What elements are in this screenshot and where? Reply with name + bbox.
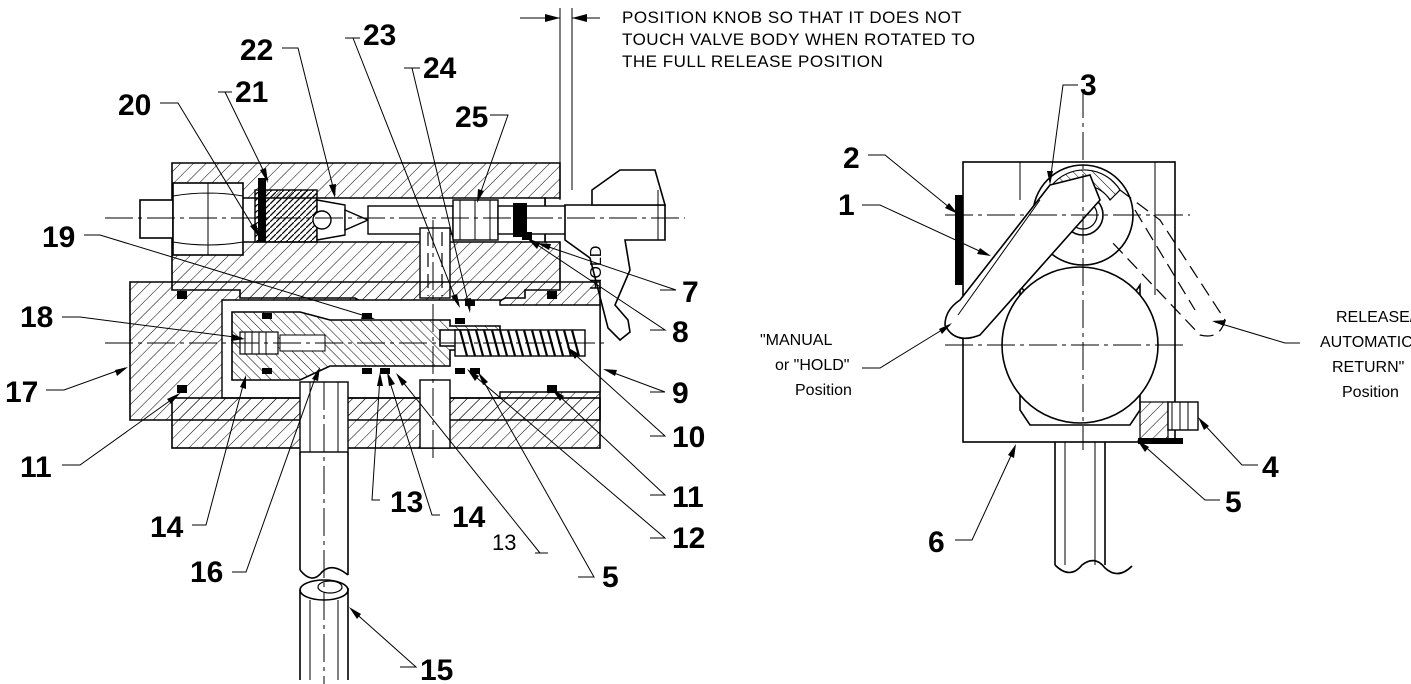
callout-4: 4 bbox=[1262, 451, 1279, 484]
callout-16: 16 bbox=[190, 556, 223, 589]
hold-knob: HOLD bbox=[564, 169, 667, 342]
release-position-line-2: AUTOMATIC bbox=[1320, 334, 1411, 351]
manual-position-line-3: Position bbox=[795, 382, 852, 399]
callout-1: 1 bbox=[838, 189, 855, 222]
note-line-2: TOUCH VALVE BODY WHEN ROTATED TO bbox=[622, 30, 976, 49]
callout-12: 12 bbox=[672, 522, 705, 555]
release-position-line-3: RETURN" bbox=[1332, 359, 1404, 376]
callout-21: 21 bbox=[235, 76, 268, 109]
callout-5-right: 5 bbox=[1225, 486, 1242, 519]
callout-17: 17 bbox=[5, 376, 38, 409]
left-callouts: 20 21 22 23 24 25 19 18 17 11 bbox=[5, 19, 705, 684]
position-labels: "MANUAL or "HOLD" Position RELEASE/ AUTO… bbox=[760, 309, 1411, 401]
callout-24: 24 bbox=[423, 52, 457, 85]
callout-3: 3 bbox=[1080, 69, 1097, 102]
left-fitting bbox=[139, 182, 244, 256]
callout-11-right: 11 bbox=[672, 481, 704, 514]
callout-15: 15 bbox=[420, 654, 453, 684]
end-view bbox=[944, 90, 1226, 575]
callout-10: 10 bbox=[672, 421, 705, 454]
manual-position-line-1: "MANUAL bbox=[760, 332, 832, 349]
callout-14-b: 14 bbox=[452, 501, 486, 534]
callout-13-a: 13 bbox=[390, 486, 423, 519]
callout-19: 19 bbox=[42, 221, 75, 254]
callout-11-left: 11 bbox=[20, 451, 52, 484]
knob-hold-label: HOLD bbox=[588, 246, 605, 290]
right-callouts: 2 3 1 4 5 6 bbox=[838, 69, 1279, 559]
manual-position-line-2: or "HOLD" bbox=[775, 357, 849, 374]
note-line-3: THE FULL RELEASE POSITION bbox=[622, 52, 883, 71]
side-fitting bbox=[1138, 401, 1199, 444]
note-line-1: POSITION KNOB SO THAT IT DOES NOT bbox=[622, 8, 962, 27]
callout-20: 20 bbox=[118, 89, 151, 122]
callout-18: 18 bbox=[20, 301, 53, 334]
callout-13-b: 13 bbox=[492, 530, 516, 555]
note-block: POSITION KNOB SO THAT IT DOES NOT TOUCH … bbox=[622, 8, 976, 71]
release-position-line-4: Position bbox=[1342, 384, 1399, 401]
callout-5-left: 5 bbox=[602, 561, 619, 594]
handle-manual bbox=[944, 174, 1101, 340]
release-position-line-1: RELEASE/ bbox=[1336, 309, 1411, 326]
callout-9: 9 bbox=[672, 377, 689, 410]
callout-14-a: 14 bbox=[150, 511, 184, 544]
callout-7: 7 bbox=[682, 276, 699, 309]
callout-8: 8 bbox=[672, 316, 689, 349]
callout-2: 2 bbox=[843, 142, 860, 175]
callout-6: 6 bbox=[928, 526, 945, 559]
callout-22: 22 bbox=[240, 34, 273, 67]
callout-23: 23 bbox=[363, 19, 396, 52]
callout-25: 25 bbox=[455, 101, 488, 134]
section-view: HOLD bbox=[105, 8, 685, 684]
